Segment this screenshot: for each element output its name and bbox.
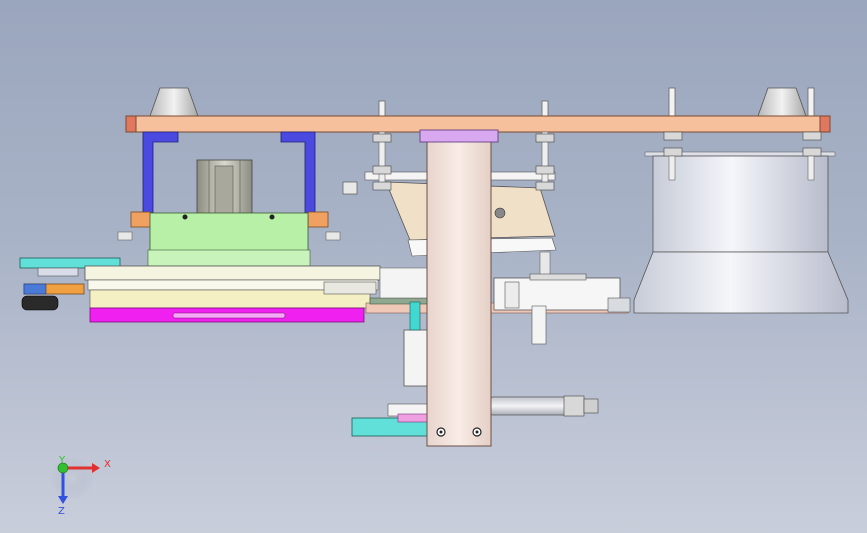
stepper-motor xyxy=(196,159,253,215)
coordinate-triad-icon: X Y Z xyxy=(50,455,111,517)
right-top-cone xyxy=(757,87,807,117)
magenta-base xyxy=(89,307,365,323)
central-column xyxy=(419,129,499,447)
axis-x-label: X xyxy=(104,459,111,470)
slide-table xyxy=(84,265,381,309)
left-top-cone xyxy=(149,87,199,117)
top-rods xyxy=(378,87,815,118)
right-slide-unit xyxy=(493,273,631,345)
axis-z-label: Z xyxy=(58,506,65,517)
guide-rods xyxy=(342,131,555,195)
motor-mount xyxy=(147,212,311,267)
axis-y-label: Y xyxy=(58,455,66,466)
left-adjuster xyxy=(19,257,121,311)
feeder-bowl xyxy=(633,131,849,314)
blue-bracket-left xyxy=(142,131,179,214)
top-plate xyxy=(125,115,831,133)
blue-bracket-right xyxy=(280,131,316,214)
pneumatic-cylinder xyxy=(489,395,599,417)
